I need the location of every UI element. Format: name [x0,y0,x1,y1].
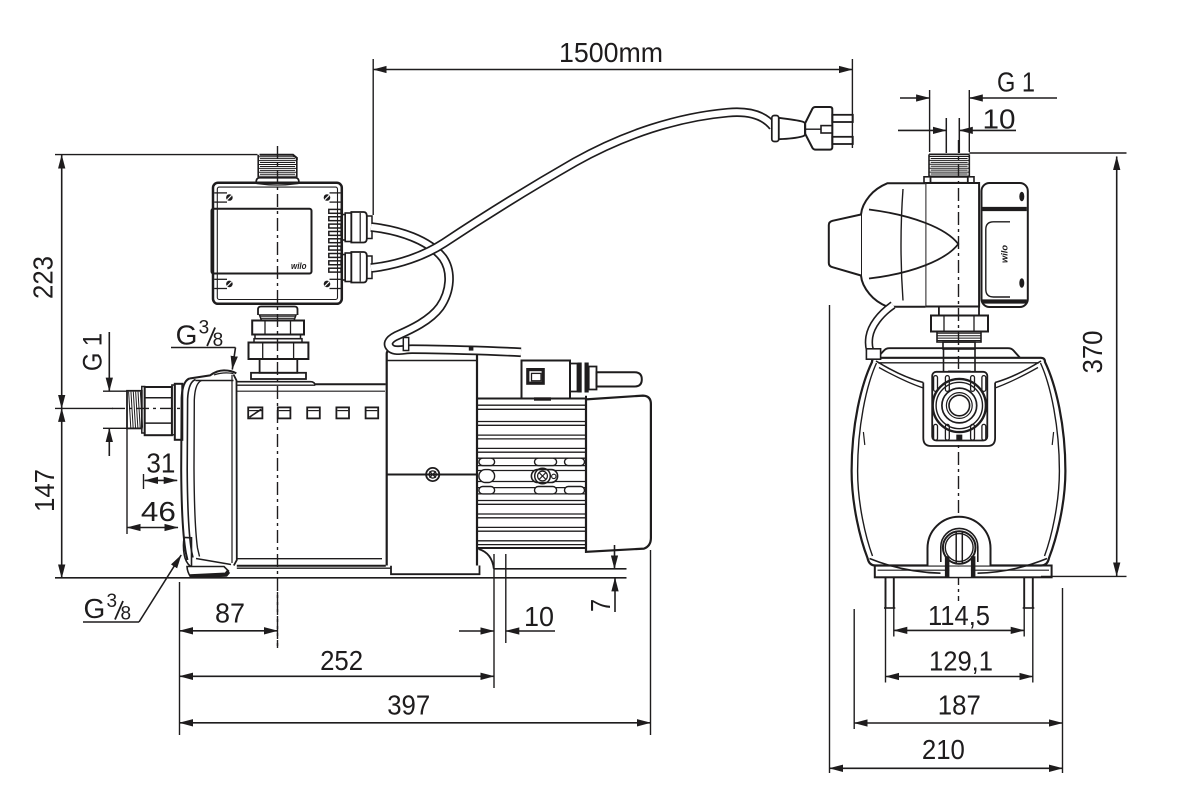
svg-text:252: 252 [320,645,363,676]
svg-text:G 1: G 1 [78,333,108,371]
svg-text:1500mm: 1500mm [559,37,663,68]
svg-text:8: 8 [213,330,224,351]
svg-text:147: 147 [29,469,60,512]
svg-text:G: G [84,593,106,624]
svg-text:223: 223 [28,256,59,299]
svg-text:114,5: 114,5 [928,600,990,631]
svg-text:87: 87 [215,597,245,628]
svg-text:10: 10 [983,103,1016,134]
svg-text:G: G [176,320,198,351]
svg-text:31: 31 [146,448,175,479]
svg-text:129,1: 129,1 [929,646,993,677]
svg-text:210: 210 [922,734,965,765]
svg-text:wilo: wilo [1000,244,1010,263]
svg-text:8: 8 [121,604,132,625]
svg-text:G 1: G 1 [997,67,1035,98]
svg-text:3: 3 [107,591,118,612]
svg-text:7: 7 [585,599,616,612]
svg-text:187: 187 [938,690,981,721]
svg-text:397: 397 [387,690,430,721]
svg-text:10: 10 [524,601,554,632]
svg-text:46: 46 [141,496,176,527]
svg-text:wilo: wilo [291,261,307,271]
svg-text:370: 370 [1077,331,1108,374]
svg-text:3: 3 [199,318,210,339]
